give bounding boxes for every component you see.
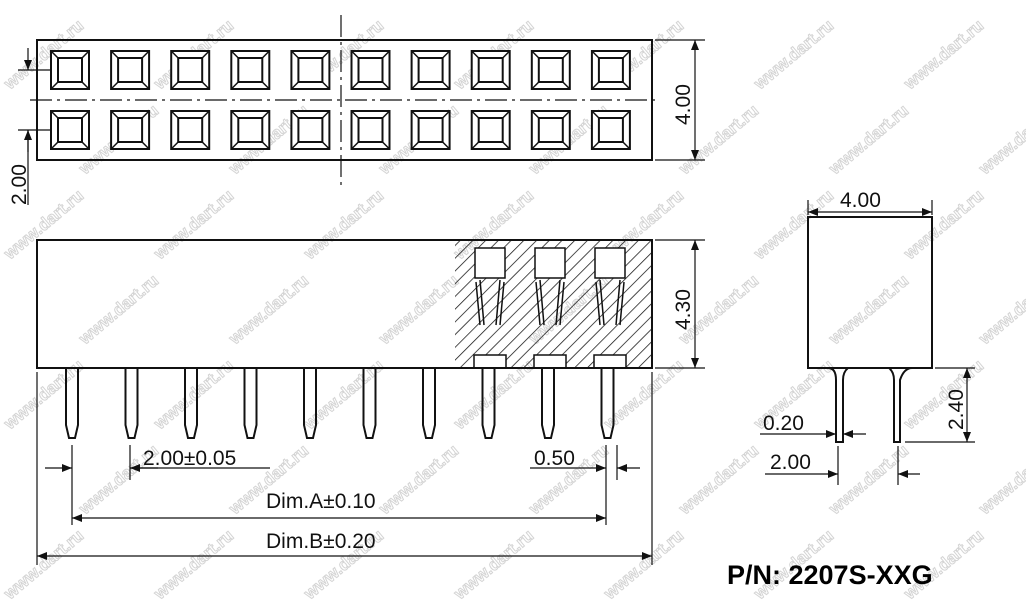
watermark-text: www.dart.ru xyxy=(225,271,313,349)
watermark-text: www.dart.ru xyxy=(150,186,238,264)
pin xyxy=(422,368,436,439)
socket-square xyxy=(470,50,511,90)
pin xyxy=(600,368,615,439)
watermark-text: www.dart.ru xyxy=(300,186,388,264)
part-number: P/N: 2207S-XXG xyxy=(727,560,933,590)
socket-square xyxy=(590,50,631,90)
watermark-text: www.dart.ru xyxy=(0,526,87,604)
socket-square xyxy=(290,110,331,150)
watermark-text: www.dart.ru xyxy=(825,271,913,349)
pin xyxy=(481,368,496,439)
socket-square xyxy=(410,50,451,90)
socket-square xyxy=(170,50,211,90)
watermark-text: www.dart.ru xyxy=(900,186,988,264)
dim-body-height: 4.30 xyxy=(672,289,695,330)
pin xyxy=(124,368,139,439)
socket-square xyxy=(230,50,271,90)
socket-square xyxy=(50,50,90,90)
watermark-text: www.dart.ru xyxy=(450,526,538,604)
dim-pin-width: 0.50 xyxy=(534,447,575,470)
watermark-text: www.dart.ru xyxy=(750,16,838,94)
watermark-text: www.dart.ru xyxy=(600,526,688,604)
dim-pin-length: 2.40 xyxy=(945,389,968,430)
contact-cavity xyxy=(473,247,507,369)
pin xyxy=(303,368,317,439)
contact-cavity xyxy=(533,247,567,369)
socket-square xyxy=(290,50,331,90)
front-view-outline xyxy=(36,239,653,369)
pin xyxy=(541,368,555,439)
watermark-text: www.dart.ru xyxy=(975,101,1026,179)
socket-square xyxy=(530,50,571,90)
socket-square xyxy=(170,110,211,150)
dim-top-pitch: 2.00 xyxy=(8,164,31,205)
watermark-text: www.dart.ru xyxy=(150,526,238,604)
watermark-text: www.dart.ru xyxy=(375,441,463,519)
socket-square xyxy=(110,110,151,150)
pin xyxy=(184,368,198,439)
socket-square xyxy=(590,110,631,150)
dim-side-width: 4.00 xyxy=(840,189,881,212)
socket-square xyxy=(470,110,511,150)
watermark-text: www.dart.ru xyxy=(975,271,1026,349)
dim-top-height: 4.00 xyxy=(672,84,695,125)
watermark-text: www.dart.ru xyxy=(750,186,838,264)
socket-square xyxy=(410,110,451,150)
socket-square xyxy=(350,110,391,150)
socket-square xyxy=(530,110,571,150)
side-pin-right xyxy=(888,367,913,443)
side-pin-left xyxy=(827,367,849,443)
side-view: 4.00 2.40 0.20 2.00 xyxy=(760,189,975,485)
socket-square xyxy=(110,50,151,90)
watermark-text: www.dart.ru xyxy=(825,101,913,179)
dim-row-pitch: 2.00 xyxy=(770,451,811,474)
front-view: 4.30 2.00±0.05 0.50 Dim.A±0.10 Dim.B±0.2… xyxy=(36,239,705,565)
watermark-text: www.dart.ru xyxy=(675,441,763,519)
top-view: 4.00 2.00 xyxy=(8,15,705,205)
side-view-outline xyxy=(807,216,933,369)
dim-pitch: 2.00±0.05 xyxy=(143,447,236,470)
dim-a: Dim.A±0.10 xyxy=(266,490,376,513)
pin xyxy=(243,368,258,439)
socket-square xyxy=(230,110,271,150)
watermark-text: www.dart.ru xyxy=(375,271,463,349)
watermark-text: www.dart.ru xyxy=(75,271,163,349)
socket-square xyxy=(350,50,391,90)
dim-b: Dim.B±0.20 xyxy=(266,530,376,553)
socket-square xyxy=(50,110,90,150)
dim-pin-thickness: 0.20 xyxy=(763,412,804,435)
pin xyxy=(65,368,79,439)
watermark-text: www.dart.ru xyxy=(900,16,988,94)
watermark-text: www.dart.ru xyxy=(975,441,1026,519)
pin xyxy=(362,368,377,439)
